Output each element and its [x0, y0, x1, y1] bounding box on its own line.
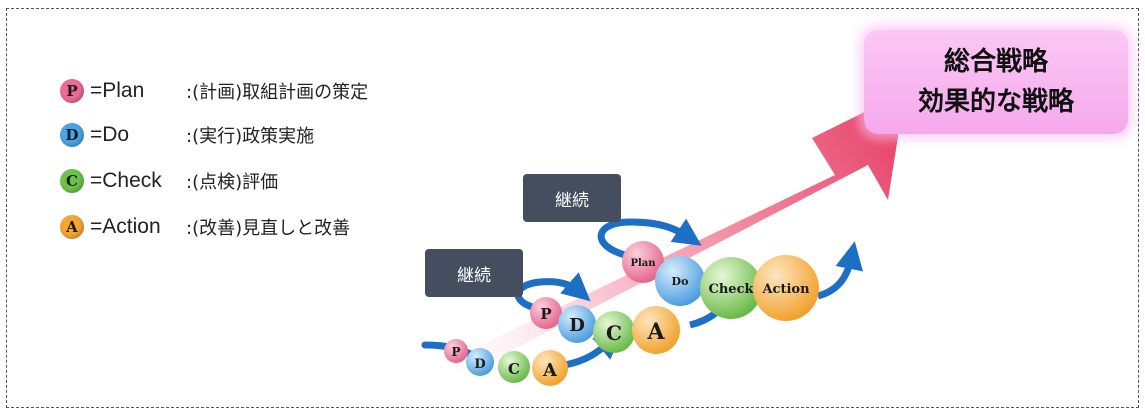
legend-desc-do: :(実行)政策実施: [186, 126, 315, 147]
cycle-small: P D C A: [444, 339, 568, 386]
loop-arrow-3: [514, 272, 591, 314]
ball-medium-c-label: C: [606, 321, 622, 345]
ball-medium-a: [632, 306, 680, 354]
legend-code-plan: =Plan: [90, 79, 145, 102]
ball-medium-p-label: P: [540, 305, 551, 323]
ball-large-action-label: Action: [761, 282, 810, 297]
legend-row-plan: P =Plan :(計画)取組計画の策定: [60, 76, 368, 106]
goal-line-1: 総合戦略: [943, 47, 1048, 77]
cycle-medium: P D C A: [530, 297, 680, 354]
continue-label-lower: 継続: [425, 249, 523, 297]
legend-desc-action: :(改善)見直しと改善: [186, 218, 351, 239]
action-icon: A: [60, 215, 84, 239]
loop-arrow-6: [816, 241, 863, 300]
legend-row-action: A =Action :(改善)見直しと改善: [60, 212, 350, 242]
legend-desc-plan: :(計画)取組計画の策定: [186, 82, 369, 103]
ball-large-check-label: Check: [709, 282, 755, 297]
ball-small-a: [532, 350, 568, 386]
check-icon: C: [60, 169, 84, 193]
ball-medium-p: [530, 297, 562, 329]
ball-large-plan: [622, 241, 664, 283]
ball-small-a-label: A: [542, 360, 558, 381]
plan-icon: P: [60, 79, 84, 103]
ball-medium-c: [593, 311, 635, 353]
legend-row-do: D =Do :(実行)政策実施: [60, 120, 314, 150]
ball-large-plan-label: Plan: [630, 258, 656, 269]
ball-medium-d: [558, 305, 596, 343]
legend-code-do: =Do: [90, 123, 130, 146]
do-icon: D: [60, 123, 84, 147]
legend-desc-check: :(点検)評価: [186, 172, 279, 193]
legend-code-check: =Check: [90, 169, 162, 192]
goal-box: 総合戦略 効果的な戦略: [864, 30, 1128, 134]
legend-code-action: =Action: [90, 215, 161, 238]
pdca-spiral-diagram: P D C A P D C A Plan Do Check Action: [421, 92, 905, 386]
cycle-large: Plan Do Check Action: [622, 241, 819, 321]
ball-large-action: [753, 255, 819, 321]
ball-large-do-label: Do: [672, 275, 689, 288]
goal-line-2: 効果的な戦略: [917, 87, 1074, 117]
continue-label-upper: 継続: [523, 174, 621, 222]
ball-small-p-label: P: [451, 345, 460, 359]
ball-small-d-label: D: [474, 357, 485, 372]
ball-medium-d-label: D: [569, 315, 585, 336]
ball-small-c-label: C: [508, 360, 520, 378]
growth-arrow: [425, 92, 905, 372]
legend-row-check: C =Check :(点検)評価: [60, 166, 278, 196]
ball-small-c: [498, 351, 530, 383]
ball-medium-a-label: A: [646, 319, 665, 345]
ball-large-check: [700, 257, 762, 319]
ball-small-d: [466, 348, 494, 376]
ball-small-p: [444, 339, 468, 363]
ball-large-do: [655, 256, 705, 306]
loop-arrow-5: [597, 218, 702, 259]
